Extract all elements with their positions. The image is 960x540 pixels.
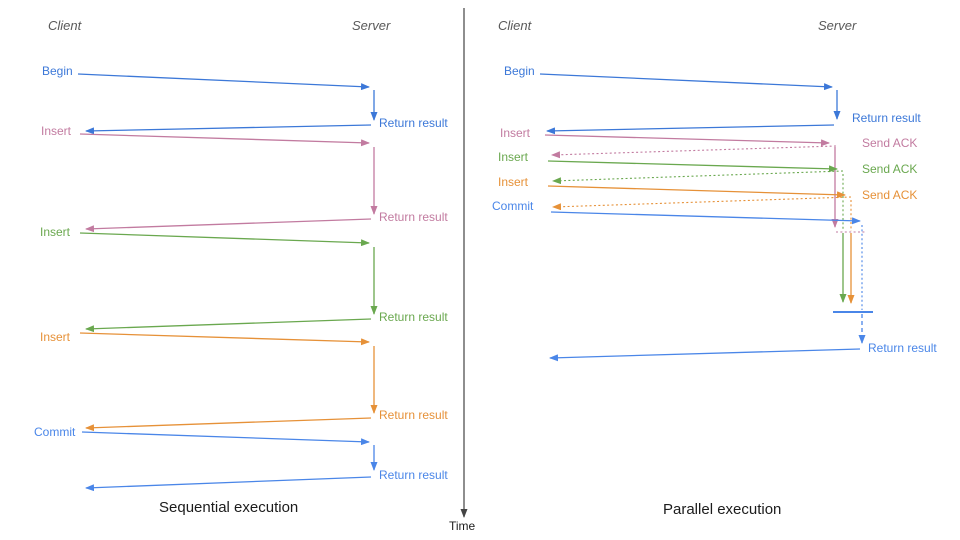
parallel-insert2-arrows — [547, 160, 847, 303]
seq-insert2-result-label: Return result — [379, 310, 448, 324]
seq-insert1-label: Insert — [41, 124, 72, 138]
par-insert3-ack-arrow — [552, 196, 852, 211]
par-client-header: Client — [498, 18, 532, 33]
parallel-commit-arrows — [549, 211, 873, 362]
seq-commit-request-arrow — [81, 431, 370, 446]
par-begin-request-arrow — [539, 73, 833, 91]
parallel-begin-arrows — [539, 73, 841, 135]
par-commit-return-arrow — [549, 348, 861, 362]
par-insert3-label: Insert — [498, 175, 529, 189]
sequential-commit-arrows — [81, 431, 378, 492]
par-commit-result-label: Return result — [868, 341, 937, 355]
par-server-header: Server — [818, 18, 857, 33]
par-insert1-ack-label: Send ACK — [862, 136, 918, 150]
parallel-insert1-arrows — [544, 134, 866, 233]
seq-server-header: Server — [352, 18, 391, 33]
seq-insert3-request-arrow — [79, 332, 370, 346]
sequential-insert1-arrows — [79, 133, 378, 233]
seq-insert2-request-arrow — [79, 232, 370, 247]
sequential-execution-caption: Sequential execution — [159, 499, 299, 516]
par-begin-label: Begin — [504, 64, 535, 78]
seq-insert3-label: Insert — [40, 330, 71, 344]
seq-commit-label: Commit — [34, 425, 76, 439]
seq-insert2-label: Insert — [40, 225, 71, 239]
seq-insert1-return-arrow — [85, 218, 372, 233]
seq-insert1-request-arrow — [79, 133, 370, 147]
par-insert1-label: Insert — [500, 126, 531, 140]
seq-insert3-result-label: Return result — [379, 408, 448, 422]
seq-insert3-return-arrow — [85, 417, 372, 432]
seq-begin-request-arrow — [77, 73, 370, 91]
par-insert2-request-arrow — [547, 160, 838, 173]
par-insert1-ack-arrow — [551, 145, 837, 159]
seq-client-header: Client — [48, 18, 82, 33]
parallel-insert3-arrows — [547, 185, 855, 304]
par-insert2-ack-label: Send ACK — [862, 162, 918, 176]
sequential-begin-arrows — [77, 73, 378, 135]
seq-commit-result-label: Return result — [379, 468, 448, 482]
time-axis-label: Time — [449, 519, 476, 533]
sequential-insert3-arrows — [79, 332, 378, 432]
par-commit-request-arrow — [550, 211, 861, 225]
par-insert2-ack-arrow — [552, 170, 844, 185]
par-insert3-request-arrow — [547, 185, 846, 199]
seq-begin-result-label: Return result — [379, 116, 448, 130]
seq-commit-return-arrow — [85, 476, 372, 492]
parallel-execution-caption: Parallel execution — [663, 501, 782, 518]
seq-insert2-return-arrow — [85, 318, 372, 333]
seq-begin-label: Begin — [42, 64, 73, 78]
par-begin-return-arrow — [546, 124, 835, 135]
par-insert1-request-arrow — [544, 134, 830, 147]
par-insert2-label: Insert — [498, 150, 529, 164]
sequential-insert2-arrows — [79, 232, 378, 333]
seq-insert1-result-label: Return result — [379, 210, 448, 224]
par-begin-result-label: Return result — [852, 111, 921, 125]
seq-begin-return-arrow — [85, 124, 372, 135]
par-insert3-ack-label: Send ACK — [862, 188, 918, 202]
par-commit-label: Commit — [492, 199, 534, 213]
